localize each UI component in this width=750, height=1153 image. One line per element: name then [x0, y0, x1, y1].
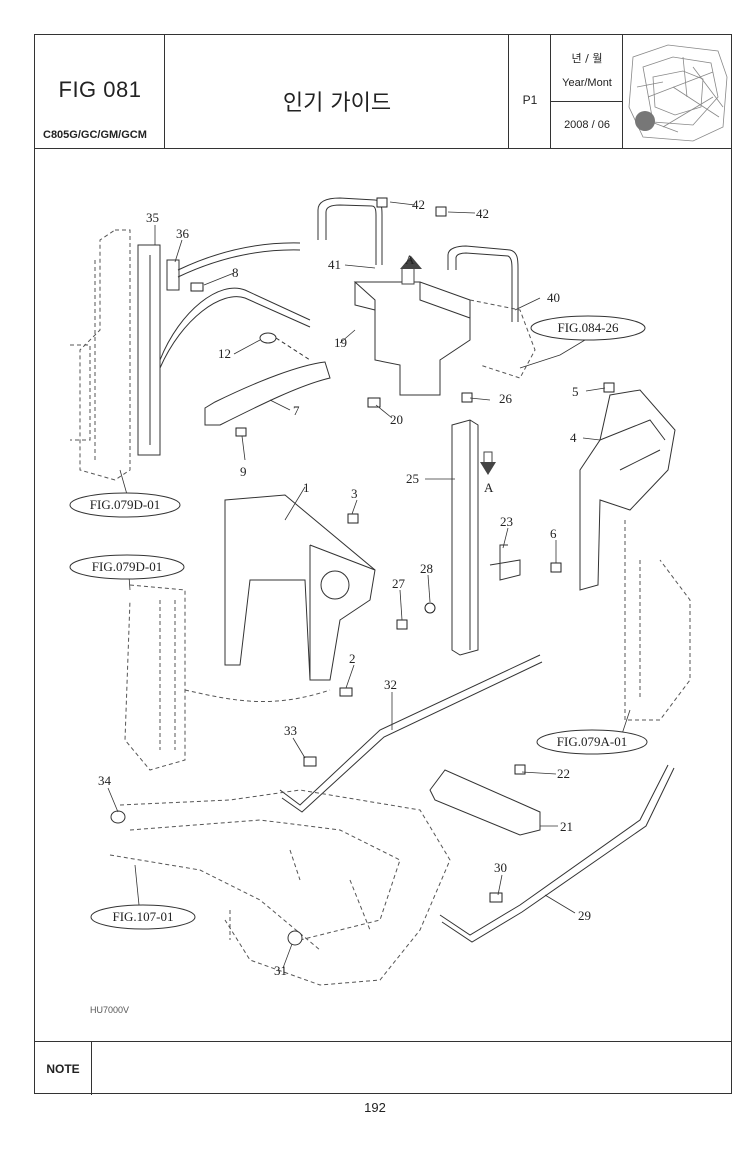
bracket-21 [429, 769, 541, 836]
date-cell [551, 35, 623, 148]
arrow-a-up [400, 256, 422, 285]
model-list: C805G/GC/GM/GCM [43, 129, 147, 141]
callout-21: 21 [560, 819, 573, 834]
figure-number: FIG 081 [58, 77, 142, 102]
document-sheet: FIG 081 C805G/GC/GM/GCM 인기 가이드 P1 년 / 월 … [34, 34, 732, 1095]
callout-3: 3 [351, 486, 358, 501]
callout-42a: 42 [412, 197, 425, 212]
callout-23: 23 [500, 514, 513, 529]
ref-fig107: FIG.107-01 [112, 909, 173, 924]
callout-1: 1 [303, 480, 310, 495]
page-cell [509, 35, 551, 148]
callout-34: 34 [98, 773, 112, 788]
rod-32 [279, 654, 541, 806]
ref-fig107-bubble [90, 904, 196, 930]
callout-30: 30 [494, 860, 507, 875]
machine-location-thumbnail [623, 37, 731, 145]
ref-fig084: FIG.084-26 [557, 320, 619, 335]
bracket-19 [353, 281, 471, 396]
plate-1 [224, 494, 376, 681]
sheet-page-label: P1 [522, 93, 538, 107]
callout-28: 28 [420, 561, 433, 576]
date-value: 2008 / 06 [564, 119, 610, 131]
callout-27: 27 [392, 576, 406, 591]
ref-fig079a: FIG.079A-01 [557, 734, 627, 749]
callout-35: 35 [146, 210, 159, 225]
arrow-a-down [480, 451, 496, 475]
ref-fig079a-bubble [536, 729, 648, 755]
bracket-23 [489, 544, 521, 581]
ref-fig079d-upper: FIG.079D-01 [90, 497, 160, 512]
callout-5: 5 [572, 384, 579, 399]
callout-29: 29 [578, 908, 591, 923]
handle-left [317, 197, 383, 265]
callout-20: 20 [390, 412, 403, 427]
callout-8: 8 [232, 265, 239, 280]
ref-fig079d-lower-bubble [69, 554, 185, 580]
callout-9: 9 [240, 464, 247, 479]
date-label-korean: 년 / 월 [571, 52, 603, 65]
ref-fig084-bubble [530, 315, 646, 341]
title-cell [165, 35, 509, 148]
frame-left-upper [70, 229, 131, 481]
date-block: 년 / 월 Year/Mont 2008 / 06 [551, 35, 623, 148]
ref-fig079d-lower: FIG.079D-01 [92, 559, 162, 574]
callout-36: 36 [176, 226, 190, 241]
title-block: FIG 081 C805G/GC/GM/GCM 인기 가이드 P1 년 / 월 … [35, 35, 731, 149]
ref-fig079d-upper-bubble [69, 492, 181, 518]
page-title: 인기 가이드 [282, 91, 392, 116]
callout-32: 32 [384, 677, 397, 692]
callout-7: 7 [293, 403, 300, 418]
callout-12: 12 [218, 346, 231, 361]
handle-right [447, 245, 519, 322]
post-25 [451, 419, 479, 656]
plate-35 [137, 244, 161, 456]
page-number: 192 [364, 1100, 386, 1115]
rod-29 [439, 764, 669, 936]
note-row: NOTE [35, 1041, 731, 1095]
callout-40: 40 [547, 290, 560, 305]
note-label: NOTE [35, 1042, 92, 1095]
callout-2: 2 [349, 651, 356, 666]
callout-22: 22 [557, 766, 570, 781]
callout-26: 26 [499, 391, 513, 406]
plate-7 [204, 361, 331, 426]
callout-19: 19 [334, 335, 347, 350]
arrow-a-label-up: A [405, 252, 415, 267]
callout-4: 4 [570, 430, 577, 445]
drawing-code: HU7000V [90, 1005, 129, 1015]
callout-25: 25 [406, 471, 419, 486]
arrow-a-label-down: A [484, 480, 494, 495]
callout-31: 31 [274, 963, 287, 978]
callout-33: 33 [284, 723, 297, 738]
date-label-english: Year/Mont [562, 77, 612, 89]
callout-41: 41 [328, 257, 341, 272]
fig-cell [35, 35, 165, 148]
callout-42b: 42 [476, 206, 489, 221]
bracket-4 [579, 389, 676, 591]
callout-6: 6 [550, 526, 557, 541]
